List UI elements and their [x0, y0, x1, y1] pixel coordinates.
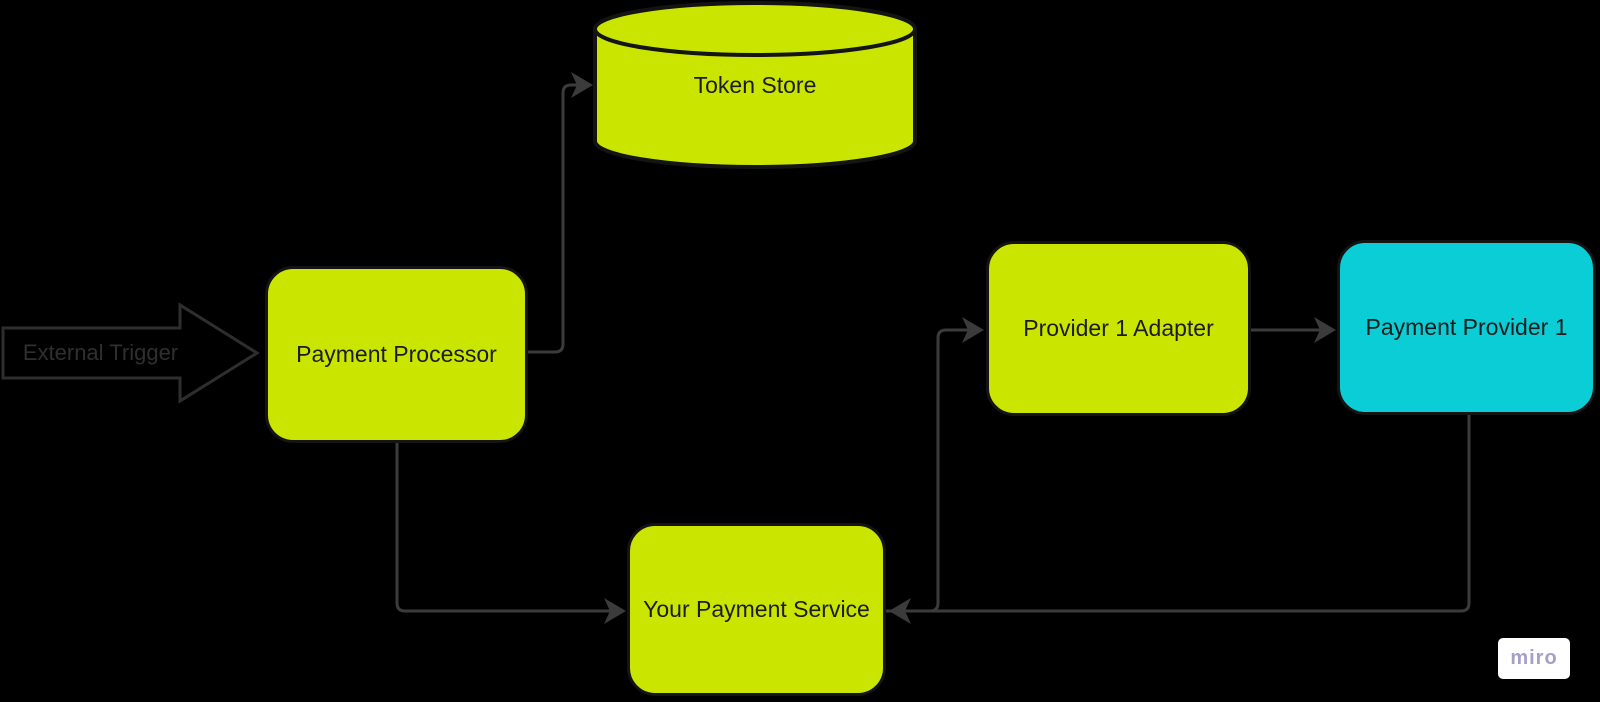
node-payment-processor[interactable]: Payment Processor	[265, 266, 528, 443]
node-external-trigger[interactable]	[1, 302, 260, 404]
miro-watermark: miro	[1498, 638, 1570, 679]
node-external-trigger-label: External Trigger	[22, 340, 179, 365]
arrowhead-icon	[962, 317, 984, 343]
connector-payment-processor-to-your-payment-service[interactable]	[395, 443, 626, 624]
arrowhead-icon	[889, 598, 911, 624]
connector-payment-processor-to-token-store[interactable]	[528, 72, 593, 354]
node-provider-1-adapter[interactable]: Provider 1 Adapter	[986, 241, 1251, 416]
node-token-store-label: Token Store	[693, 71, 817, 98]
miro-logo: miro	[1510, 647, 1558, 669]
connector-your-payment-service-to-provider-1-adapter[interactable]	[886, 317, 984, 613]
arrowhead-icon	[1314, 317, 1336, 343]
cylinder-body[interactable]	[593, 29, 917, 169]
connector-line[interactable]	[903, 415, 1471, 613]
node-token-store[interactable]	[593, 1, 917, 169]
node-payment-provider-1[interactable]: Payment Provider 1	[1337, 240, 1596, 415]
cylinder-top[interactable]	[593, 1, 917, 57]
node-your-payment-service-label: Your Payment Service	[643, 596, 870, 622]
node-provider-1-adapter-label: Provider 1 Adapter	[1023, 315, 1214, 341]
connector-line[interactable]	[528, 83, 578, 354]
connector-line[interactable]	[886, 328, 970, 613]
node-payment-processor-label: Payment Processor	[296, 341, 497, 367]
block-arrow-shape[interactable]	[1, 302, 260, 404]
connector-line[interactable]	[395, 443, 612, 613]
connector-payment-provider-1-to-your-payment-service[interactable]	[889, 415, 1471, 624]
node-payment-provider-1-label: Payment Provider 1	[1365, 314, 1568, 340]
arrowhead-icon	[571, 72, 593, 98]
arrowhead-icon	[604, 598, 626, 624]
connector-provider-1-adapter-to-payment-provider-1[interactable]	[1251, 317, 1336, 343]
node-your-payment-service[interactable]: Your Payment Service	[627, 523, 886, 696]
